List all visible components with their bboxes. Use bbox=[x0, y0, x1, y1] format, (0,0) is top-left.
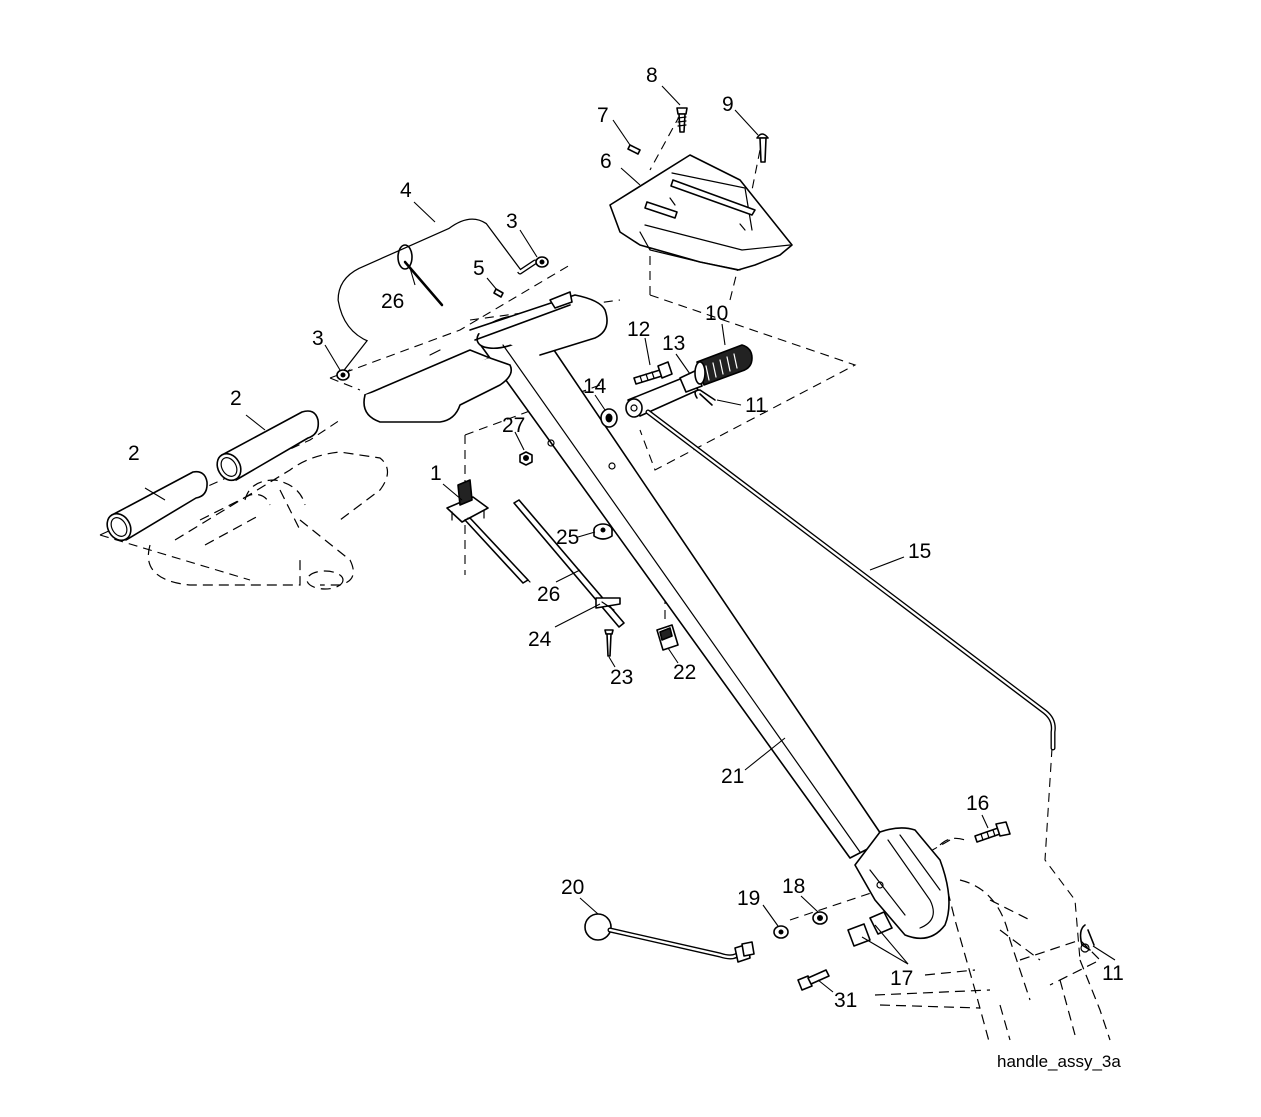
callout-3-left: 3 bbox=[312, 327, 324, 350]
bracket-24 bbox=[595, 597, 621, 611]
diagram-caption: handle_assy_3a bbox=[997, 1052, 1121, 1071]
callout-6: 6 bbox=[600, 150, 612, 173]
callout-14: 14 bbox=[583, 375, 607, 398]
pin-7 bbox=[627, 144, 641, 155]
callout-16: 16 bbox=[966, 792, 989, 815]
callout-27: 27 bbox=[502, 414, 525, 437]
nut-27 bbox=[519, 451, 533, 466]
lever-grip-10 bbox=[694, 344, 753, 386]
callout-17: 17 bbox=[890, 967, 913, 990]
callout-12: 12 bbox=[627, 318, 650, 341]
callout-15: 15 bbox=[908, 540, 931, 563]
phantom-handle-frame bbox=[147, 451, 389, 590]
phantom-tiller-frame bbox=[874, 837, 1111, 1046]
callout-2-left: 2 bbox=[128, 442, 140, 465]
handle-grip-2-right bbox=[216, 410, 320, 482]
callout-26-upper: 26 bbox=[381, 290, 404, 313]
callout-11-lower: 11 bbox=[1102, 962, 1124, 985]
control-plate-6 bbox=[609, 154, 793, 271]
callout-24: 24 bbox=[528, 628, 552, 651]
rod-26-lower bbox=[513, 499, 625, 628]
callout-23: 23 bbox=[610, 666, 633, 689]
handlebar-loop bbox=[363, 291, 608, 423]
bolt-12 bbox=[633, 361, 673, 385]
callout-4: 4 bbox=[400, 179, 412, 202]
screw-23 bbox=[604, 629, 614, 657]
bolt-31 bbox=[797, 969, 830, 991]
callout-5: 5 bbox=[473, 257, 485, 280]
callout-25: 25 bbox=[556, 526, 579, 549]
handle-grip-2-left bbox=[106, 470, 208, 542]
control-rod-15 bbox=[645, 409, 1056, 751]
callout-8: 8 bbox=[646, 64, 658, 87]
bolt-16 bbox=[974, 821, 1011, 843]
callout-9: 9 bbox=[722, 93, 734, 116]
callout-19: 19 bbox=[737, 887, 760, 910]
callout-31: 31 bbox=[834, 989, 857, 1012]
callout-20: 20 bbox=[561, 876, 584, 899]
nut-25 bbox=[593, 523, 613, 540]
washer-19 bbox=[773, 925, 789, 939]
callout-3-right: 3 bbox=[506, 210, 518, 233]
assembly-guide-lines bbox=[99, 114, 1081, 961]
callout-7: 7 bbox=[597, 104, 609, 127]
washer-3-right bbox=[535, 256, 549, 268]
callout-26-lower: 26 bbox=[537, 583, 560, 606]
nut-18 bbox=[812, 911, 828, 925]
callout-22: 22 bbox=[673, 661, 696, 684]
callout-11-upper: 11 bbox=[745, 394, 767, 417]
shift-lever-20 bbox=[584, 913, 755, 963]
leader-lines bbox=[144, 85, 1116, 993]
hairpin-clip-11-lower bbox=[1079, 924, 1095, 953]
callout-21: 21 bbox=[721, 765, 744, 788]
pin-5 bbox=[493, 288, 504, 298]
callout-10: 10 bbox=[705, 302, 728, 325]
clip-22 bbox=[656, 624, 679, 651]
pad-17-lower bbox=[847, 923, 871, 947]
pad-17-upper bbox=[869, 911, 893, 935]
callout-18: 18 bbox=[782, 875, 805, 898]
spring-pin-26-upper bbox=[397, 244, 444, 307]
switch-1 bbox=[446, 479, 531, 584]
washer-3-left bbox=[336, 369, 350, 381]
bail-rod-4 bbox=[337, 218, 538, 375]
callout-13: 13 bbox=[662, 332, 685, 355]
callout-labels: 1 2 2 3 3 4 5 6 7 8 9 10 11 11 12 13 14 … bbox=[128, 64, 1124, 1012]
bolt-9 bbox=[756, 133, 769, 163]
callout-2-right: 2 bbox=[230, 387, 242, 410]
screw-8 bbox=[676, 107, 688, 133]
spacer-14 bbox=[600, 408, 618, 428]
hairpin-clip-11-upper bbox=[694, 389, 716, 406]
callout-1: 1 bbox=[430, 462, 442, 485]
